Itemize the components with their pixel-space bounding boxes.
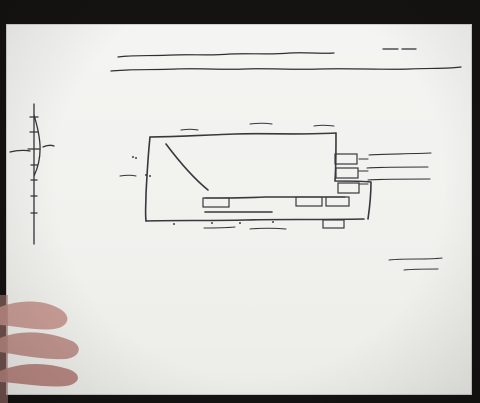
- block-6: [325, 196, 350, 207]
- legend-line-2: [366, 166, 429, 169]
- block-5: [295, 196, 323, 207]
- block-1: [334, 153, 358, 165]
- heading-line-1: [117, 52, 335, 58]
- plan-outline-top: [149, 132, 337, 138]
- legend-line-1: [368, 152, 432, 156]
- block-2: [335, 167, 359, 179]
- legend-line-3: [367, 178, 431, 181]
- corner-note: [388, 257, 443, 271]
- heading-line-2: [110, 66, 462, 72]
- block-7: [322, 219, 345, 229]
- finger-shadow: [0, 295, 79, 403]
- paper-sheet: [6, 24, 472, 395]
- plan-outline-right: [334, 132, 372, 220]
- block-3: [337, 182, 360, 194]
- block-4: [202, 197, 230, 208]
- plan-outline-left: [144, 136, 151, 222]
